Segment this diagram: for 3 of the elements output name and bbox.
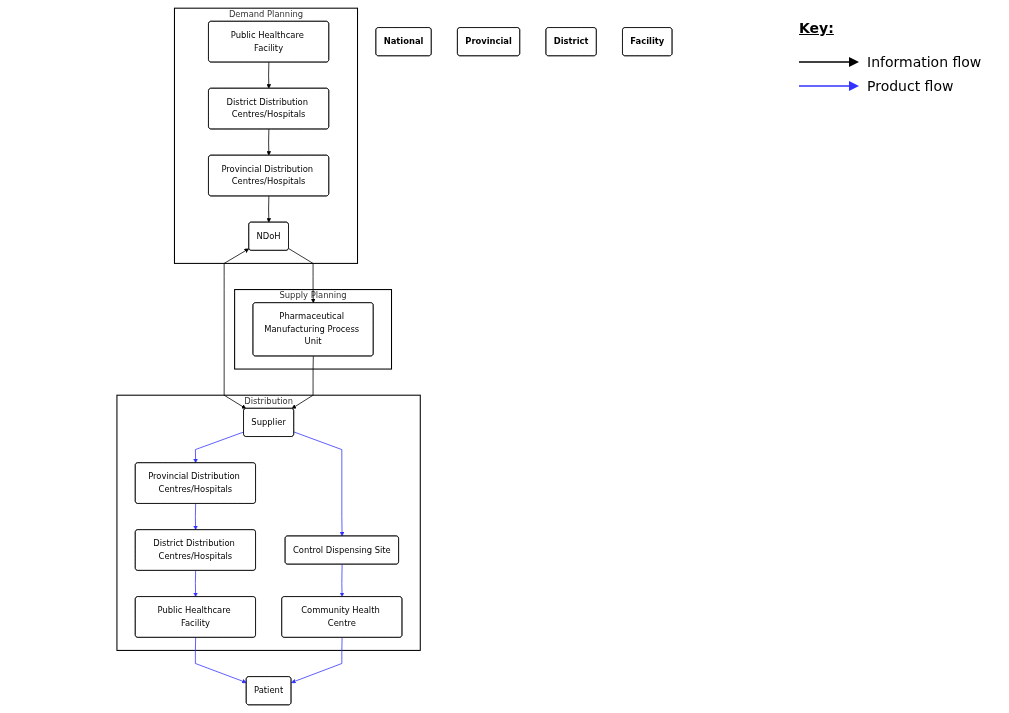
- legend-heading: Key:: [799, 20, 834, 36]
- legend-label: Information flow: [867, 54, 982, 70]
- legend-label: Product flow: [867, 78, 954, 94]
